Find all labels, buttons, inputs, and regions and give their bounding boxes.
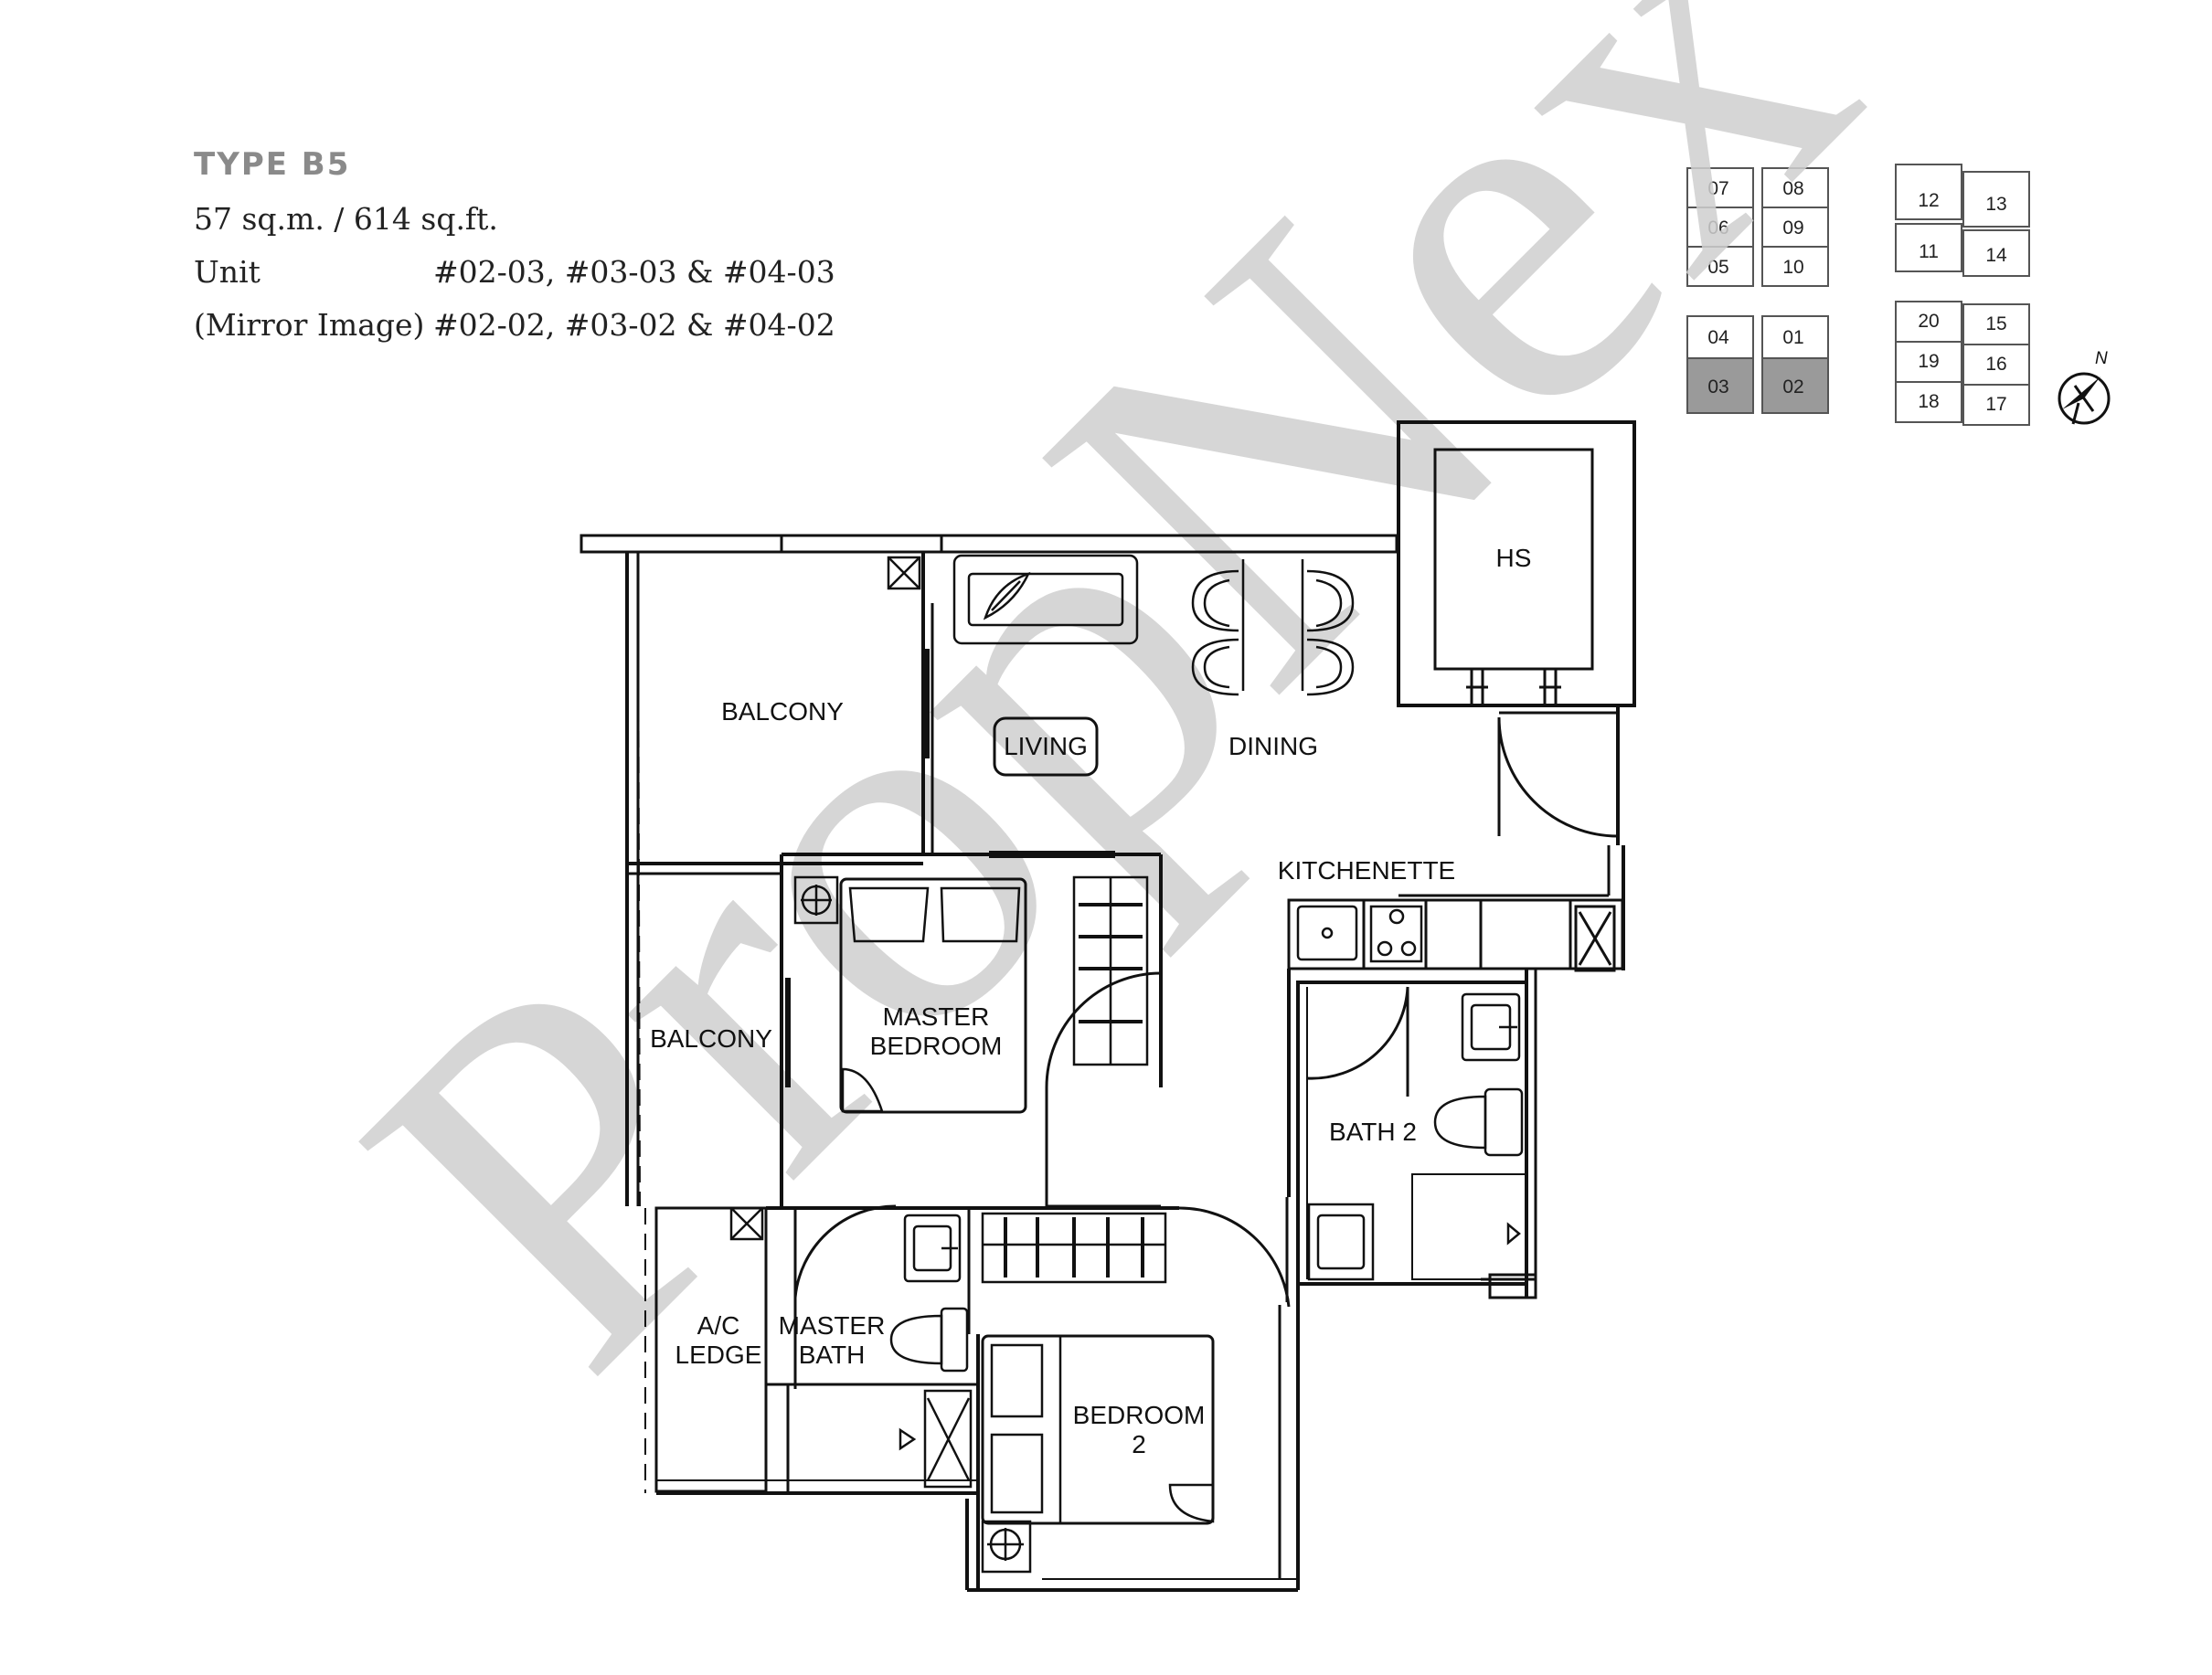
living-label-box xyxy=(993,716,1099,777)
room-label-dining: DINING xyxy=(1228,732,1318,760)
keyplan-cell-14 xyxy=(1962,229,2030,277)
keyplan-label: 19 xyxy=(1918,351,1939,372)
service-shaft-icon xyxy=(729,1206,764,1241)
wardrobe-icon xyxy=(1072,875,1149,1066)
bed-icon xyxy=(981,1334,1215,1525)
floor-trap-icon xyxy=(981,1520,1032,1574)
toilet-icon xyxy=(1433,1087,1524,1157)
washer-icon xyxy=(1307,1203,1375,1281)
keyplan-label: 02 xyxy=(1782,376,1803,398)
keyplan-cell-18 xyxy=(1895,381,1962,423)
keyplan-label: 11 xyxy=(1919,241,1939,262)
keyplan-cell-01 xyxy=(1761,315,1829,359)
keyplan-cell-15 xyxy=(1962,303,2030,345)
room-label-living: LIVING xyxy=(1004,732,1088,760)
room-label-balcony: BALCONY xyxy=(721,697,844,726)
room-label-kitchenette: KITCHENETTE xyxy=(1278,856,1455,885)
keyplan-label: 15 xyxy=(1985,313,2006,334)
room-label-ac-ledge: A/C xyxy=(697,1311,740,1340)
room-label-master-bath: MASTER xyxy=(779,1311,886,1340)
unit-type-title: TYPE B5 xyxy=(194,146,351,183)
keyplan-label: 09 xyxy=(1782,217,1803,239)
unit-numbers: #02-03, #03-03 & #04-03 xyxy=(433,254,835,290)
unit-label: Unit xyxy=(194,254,261,290)
toilet-icon xyxy=(889,1307,969,1373)
keyplan-cell-16 xyxy=(1962,344,2030,386)
keyplan-cell-08 xyxy=(1761,167,1829,208)
keyplan-label: 16 xyxy=(1985,354,2006,375)
keyplan-cell-09 xyxy=(1761,207,1829,248)
keyplan-cell-20 xyxy=(1895,301,1962,343)
keyplan-label: 17 xyxy=(1985,394,2006,415)
room-labels: BALCONY LIVING DINING HS KITCHENETTE BAL… xyxy=(650,544,1531,1458)
keyplan-label: 13 xyxy=(1985,194,2006,215)
keyplan-label: 18 xyxy=(1918,391,1939,412)
keyplan-cell-04 xyxy=(1686,315,1754,359)
keyplan-cell-02 xyxy=(1761,357,1829,414)
room-label-bath-2: BATH 2 xyxy=(1329,1118,1417,1146)
keyplan-cell-07 xyxy=(1686,167,1754,208)
keyplan-label: 12 xyxy=(1918,190,1939,211)
mirror-image-label: (Mirror Image) xyxy=(194,307,425,343)
keyplan-cell-03 xyxy=(1686,357,1754,414)
keyplan-label: 03 xyxy=(1707,376,1728,398)
keyplan-cell-05 xyxy=(1686,246,1754,287)
room-label-bedroom-2: 2 xyxy=(1132,1430,1146,1458)
room-label-bedroom-2: BEDROOM xyxy=(1073,1401,1206,1429)
north-arrow-icon: N xyxy=(2058,349,2111,425)
room-label-master-bath: BATH xyxy=(799,1341,866,1369)
room-label-master-bedroom: MASTER xyxy=(883,1002,990,1031)
hob-icon xyxy=(1369,905,1423,963)
keyplan-label: 08 xyxy=(1782,178,1803,199)
service-shaft-icon xyxy=(887,556,921,590)
unit-area: 57 sq.m. / 614 sq.ft. xyxy=(194,201,498,237)
room-label-hs: HS xyxy=(1496,544,1532,572)
keyplan-cell-12 xyxy=(1895,164,1962,220)
keyplan-label: 05 xyxy=(1707,257,1728,278)
basin-icon xyxy=(1461,992,1521,1062)
room-label-balcony: BALCONY xyxy=(650,1024,772,1053)
room-label-ac-ledge: LEDGE xyxy=(675,1341,762,1369)
north-label: N xyxy=(2095,349,2108,368)
bath2-marker-icon xyxy=(1506,1222,1521,1246)
keyplan-cell-11 xyxy=(1895,223,1962,272)
keyplan-label: 20 xyxy=(1918,311,1939,332)
keyplan-label: 07 xyxy=(1707,178,1728,199)
room-label-master-bedroom: BEDROOM xyxy=(870,1032,1003,1060)
mirror-unit-numbers: #02-02, #03-02 & #04-02 xyxy=(433,307,835,343)
floor-trap-icon xyxy=(793,875,839,925)
keyplan-label: 14 xyxy=(1985,245,2007,266)
keyplan-cell-19 xyxy=(1895,341,1962,383)
keyplan-label: 04 xyxy=(1707,327,1729,348)
keyplan-cell-06 xyxy=(1686,207,1754,248)
shower-icon xyxy=(899,1389,973,1489)
sofa-icon xyxy=(952,554,1139,645)
dining-table-icon xyxy=(1191,559,1355,696)
key-plan: 07 08 06 09 05 10 12 13 11 14 04 01 03 0… xyxy=(1686,164,2030,426)
keyplan-cell-13 xyxy=(1962,171,2030,228)
basin-icon xyxy=(903,1214,962,1283)
wardrobe-icon xyxy=(981,1212,1167,1284)
sink-icon xyxy=(1296,905,1358,961)
keyplan-label: 06 xyxy=(1707,217,1728,239)
fixtures xyxy=(729,554,1524,1574)
keyplan-cell-10 xyxy=(1761,246,1829,287)
keyplan-label: 10 xyxy=(1782,257,1803,278)
keyplan-cell-17 xyxy=(1962,384,2030,426)
bed-icon xyxy=(839,877,1027,1114)
keyplan-label: 01 xyxy=(1782,327,1803,348)
